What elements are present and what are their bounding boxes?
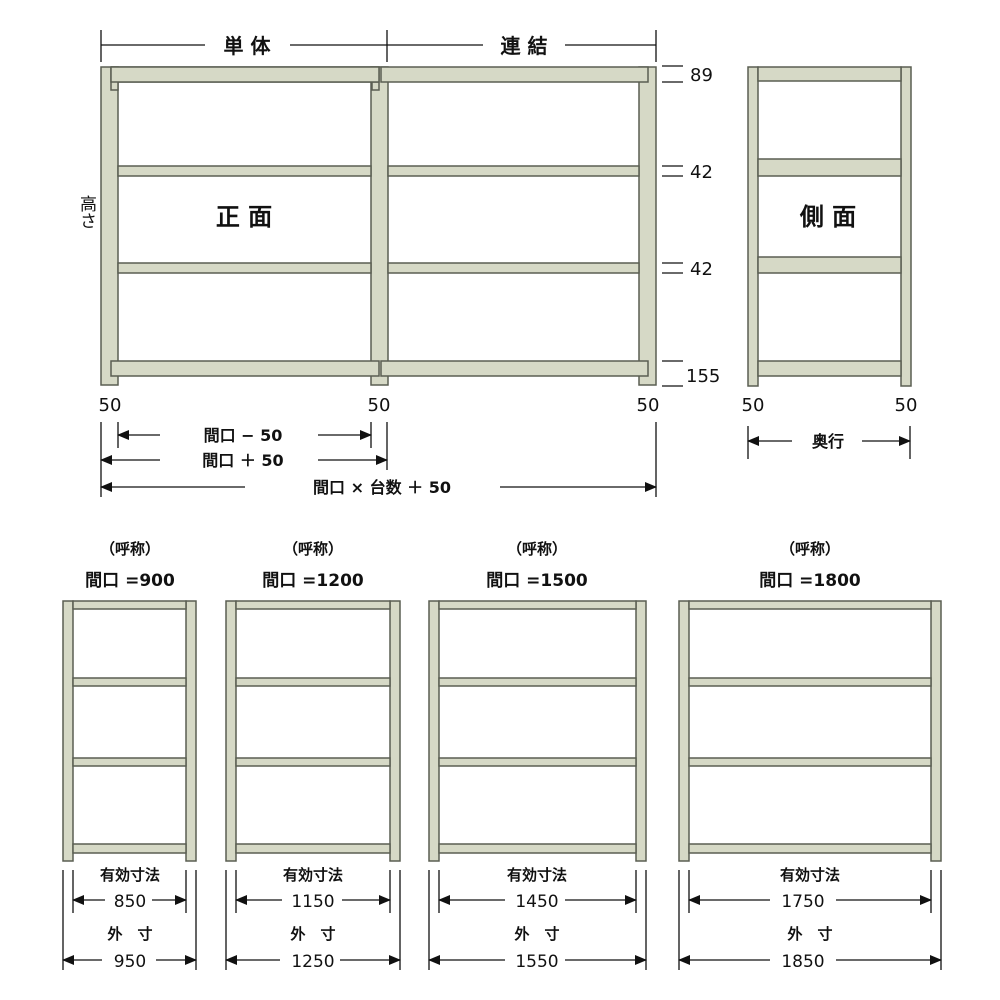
outer-value: 1250 <box>291 952 334 972</box>
dim-shelf-2: 42 <box>690 259 713 280</box>
side-labels: 側 面 50 50 奥行 <box>742 203 918 451</box>
side-dimension-lines <box>747 426 911 459</box>
outer-value: 950 <box>114 952 146 972</box>
connected-unit-label: 連 結 <box>501 34 548 58</box>
side-post-width-right: 50 <box>895 395 918 416</box>
front-dimension-lines <box>100 30 683 497</box>
outer-label: 外 寸 <box>106 925 152 943</box>
effective-label: 有効寸法 <box>507 866 567 884</box>
height-label: 高さ <box>76 195 96 229</box>
dim-top-beam: 89 <box>690 65 713 86</box>
outer-label: 外 寸 <box>289 925 335 943</box>
effective-label: 有効寸法 <box>100 866 160 884</box>
size-nominal: 間口 =1500 <box>486 571 588 591</box>
effective-value: 1450 <box>515 892 558 912</box>
side-view-label: 側 面 <box>799 203 856 231</box>
size-nominal: 間口 =1200 <box>262 571 364 591</box>
front-view <box>100 66 657 386</box>
outer-value: 1550 <box>515 952 558 972</box>
post-width-middle: 50 <box>368 395 391 416</box>
size-caption: （呼称） <box>780 540 840 558</box>
front-post-left <box>100 66 119 386</box>
size-nominal: 間口 =900 <box>85 571 175 591</box>
front-labels: 単 体 連 結 正 面 高さ 89 42 42 155 50 50 50 間口 … <box>76 34 720 497</box>
size-caption: （呼称） <box>507 540 567 558</box>
front-shelf-1a <box>117 165 372 177</box>
front-view-label: 正 面 <box>216 203 272 231</box>
side-post-right <box>900 66 912 387</box>
side-beam-2 <box>757 256 902 274</box>
size-variant-1800: （呼称） 間口 =1800 有効寸法 1750 外 寸 1850 <box>678 540 942 972</box>
effective-value: 1750 <box>781 892 824 912</box>
front-shelf-1b <box>387 165 640 177</box>
side-beam-bottom <box>757 360 902 377</box>
front-bottom-beam-2 <box>380 360 649 377</box>
dim-inner-width: 間口 − 50 <box>204 426 283 445</box>
effective-label: 有効寸法 <box>283 866 343 884</box>
front-post-right <box>638 66 657 386</box>
front-top-beam-1 <box>110 66 380 83</box>
side-post-width-left: 50 <box>742 395 765 416</box>
side-beam-top <box>757 66 902 82</box>
side-post-left <box>747 66 759 387</box>
effective-label: 有効寸法 <box>780 866 840 884</box>
front-shelf-2a <box>117 262 372 274</box>
size-variant-1500: （呼称） 間口 =1500 有効寸法 1450 外 寸 1550 <box>428 540 647 972</box>
side-beam-1 <box>757 158 902 177</box>
outer-label: 外 寸 <box>513 925 559 943</box>
effective-value: 850 <box>114 892 146 912</box>
size-nominal: 間口 =1800 <box>759 571 861 591</box>
effective-value: 1150 <box>291 892 334 912</box>
front-bottom-beam-1 <box>110 360 380 377</box>
dim-total-width: 間口 × 台数 ＋ 50 <box>313 478 451 497</box>
dim-single-width: 間口 ＋ 50 <box>202 451 283 470</box>
single-unit-label: 単 体 <box>224 34 272 58</box>
dim-shelf-1: 42 <box>690 162 713 183</box>
outer-value: 1850 <box>781 952 824 972</box>
outer-label: 外 寸 <box>786 925 832 943</box>
size-caption: （呼称） <box>283 540 343 558</box>
post-width-right: 50 <box>637 395 660 416</box>
depth-label: 奥行 <box>812 432 844 451</box>
size-variant-900: （呼称） 間口 =900 有効寸法 850 外 寸 950 <box>62 540 197 972</box>
size-variant-1200: （呼称） 間口 =1200 有効寸法 1150 外 寸 1250 <box>225 540 401 972</box>
size-caption: （呼称） <box>100 540 160 558</box>
front-shelf-2b <box>387 262 640 274</box>
front-post-middle <box>370 66 389 386</box>
dim-bottom-beam: 155 <box>686 366 720 387</box>
post-width-left: 50 <box>99 395 122 416</box>
front-top-beam-2 <box>380 66 649 83</box>
side-view <box>747 66 912 387</box>
